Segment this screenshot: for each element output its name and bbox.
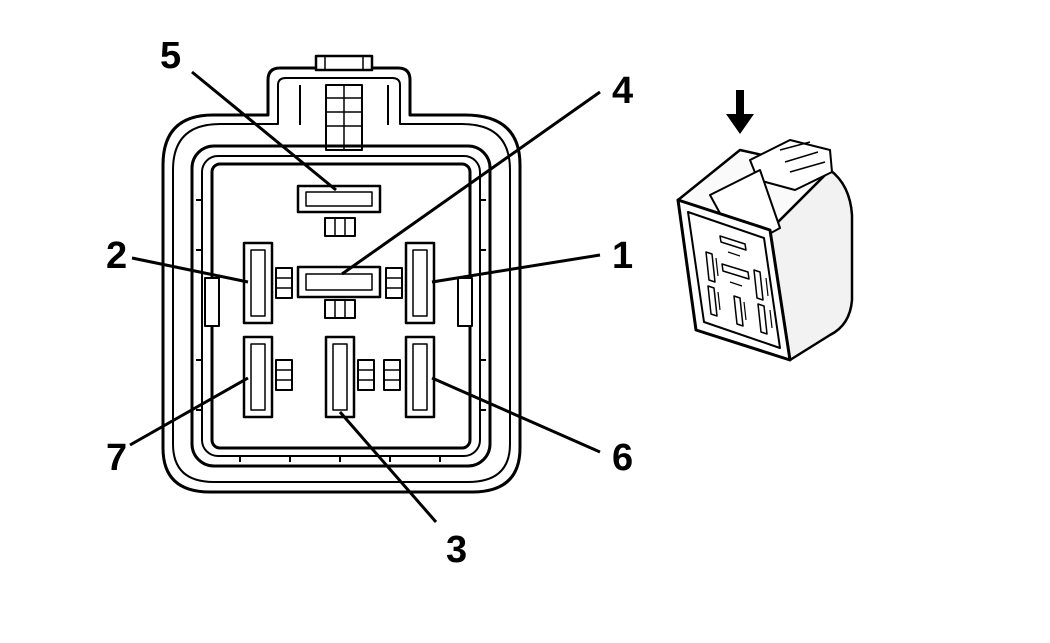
terminal-5: [296, 184, 382, 237]
terminal-2: [242, 241, 293, 325]
seal-ticks: [196, 199, 486, 462]
pin-label-3: 3: [446, 529, 467, 571]
top-latch-tab: [314, 54, 374, 72]
arrow-down-icon: [726, 90, 754, 134]
iso-latch-slot: [779, 141, 826, 173]
leader-line-4: [341, 90, 601, 276]
pin-label-5: 5: [160, 35, 181, 77]
housing-outer: [161, 66, 522, 494]
iso-front-inner: [687, 211, 781, 349]
leader-line-6: [431, 376, 601, 454]
connector-front-view: [161, 54, 522, 494]
left-side-rib: [204, 277, 220, 327]
pin-label-2: 2: [106, 235, 127, 277]
inner-seal-outer: [190, 144, 492, 468]
terminal-1: [385, 241, 436, 325]
leader-line-2: [131, 256, 249, 284]
housing-outer-inner-line: [172, 77, 511, 483]
pin-label-7: 7: [106, 437, 127, 479]
latch-channel: [299, 85, 389, 125]
terminal-3: [324, 335, 375, 419]
connector-isometric-view: [676, 90, 854, 362]
pin-label-6: 6: [612, 437, 633, 479]
right-side-rib: [457, 277, 473, 327]
leader-line-7: [129, 376, 249, 447]
iso-terminal-tabs: [715, 251, 773, 329]
leader-lines: [129, 70, 601, 523]
pin-label-1: 1: [612, 235, 633, 277]
leader-line-3: [338, 411, 438, 523]
leader-line-5: [191, 70, 337, 192]
iso-terminals: [705, 235, 768, 335]
leader-line-1: [431, 253, 601, 284]
iso-body-side: [768, 168, 854, 362]
pin-labels: 5 4 2 1 7 6 3: [106, 35, 633, 571]
pin-label-4: 4: [612, 70, 633, 112]
terminal-4: [296, 265, 382, 319]
terminal-6: [383, 335, 436, 419]
terminal-7: [242, 335, 293, 419]
